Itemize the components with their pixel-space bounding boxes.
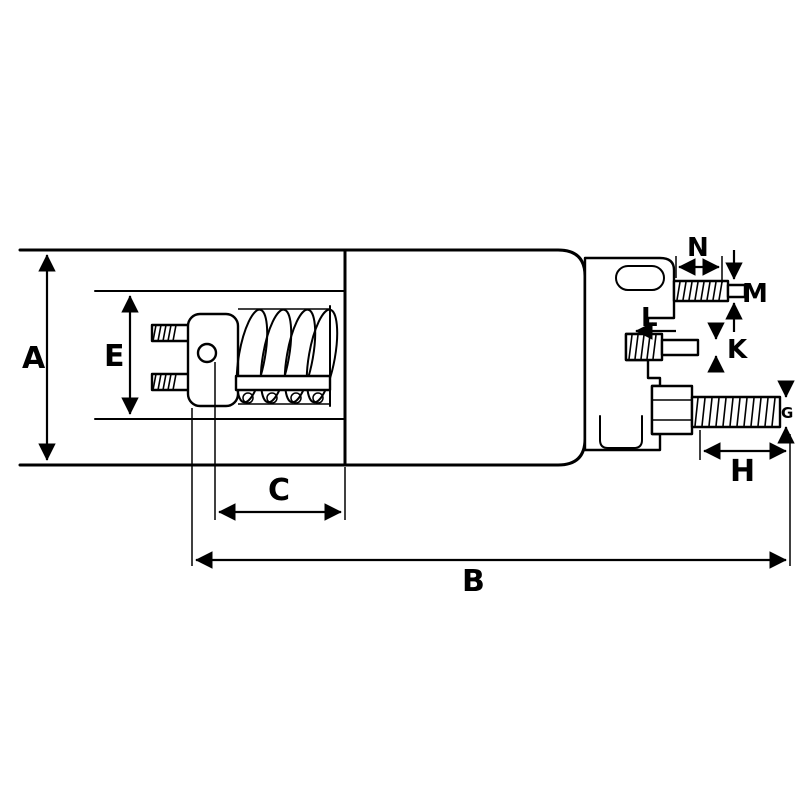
spring-coil-3: [283, 308, 317, 404]
terminal-pin-lower-thread-hatch: [152, 373, 177, 391]
spring-wire-section-1: [242, 392, 254, 404]
battery-terminal-bolt: [650, 384, 782, 436]
left-terminal-pins: [150, 323, 192, 392]
middle-terminal-stud: [624, 332, 700, 362]
dim-label-n: N: [687, 233, 709, 263]
upper-terminal-stud: [672, 279, 747, 303]
upper-stud-thread-hatch: [676, 281, 723, 301]
dim-label-k: K: [727, 335, 748, 365]
spring-wire-section-3: [290, 392, 302, 404]
plunger: [186, 312, 240, 408]
middle-stud-thread-hatch: [628, 334, 657, 360]
plunger-hole: [196, 342, 218, 364]
dim-label-g: G: [781, 404, 793, 422]
dim-label-b: B: [462, 564, 485, 599]
dimension-annotations: A E C B H N M K L: [22, 233, 795, 599]
bolt-flange-nut: [650, 384, 694, 436]
spring-coil-4: [305, 308, 339, 404]
spring-wire-section-2: [266, 392, 278, 404]
dim-label-a: A: [22, 341, 46, 376]
housing-lower-bracket: [599, 415, 643, 449]
spring-wire-section-4: [312, 392, 324, 404]
housing-slot: [615, 265, 665, 291]
spring-coil-1: [235, 308, 269, 404]
return-spring: [234, 308, 339, 405]
dim-label-l: L: [641, 303, 658, 333]
bolt-thread-hatch: [694, 397, 776, 427]
dim-label-h: H: [730, 454, 755, 489]
dim-label-c: C: [268, 473, 290, 508]
upper-stud-tip: [726, 283, 747, 299]
terminal-pin-upper-thread-hatch: [152, 324, 177, 342]
middle-stud-pin: [660, 338, 700, 357]
dim-label-m: M: [742, 279, 768, 309]
dim-label-e: E: [104, 339, 125, 374]
spring-coil-2: [259, 308, 293, 404]
plunger-rod: [234, 374, 332, 392]
